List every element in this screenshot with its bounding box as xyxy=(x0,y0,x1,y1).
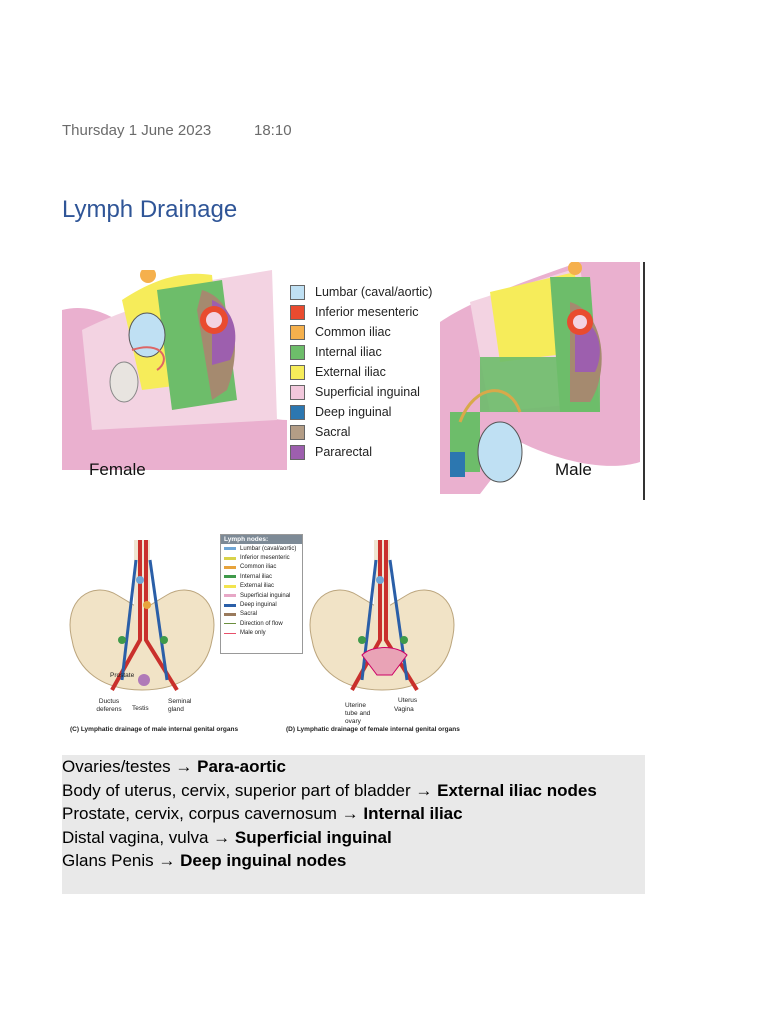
legend-label: Superficial inguinal xyxy=(240,593,290,599)
male-caption: Male xyxy=(555,460,592,480)
sagittal-drainage-figure: Female Lumbar (caval/aortic) Inferior me… xyxy=(62,262,645,500)
ductus-label: Ductus deferens xyxy=(90,698,128,714)
uterus-label: Uterus xyxy=(398,697,417,704)
female-pelvis-illustration xyxy=(62,270,287,470)
anterior-drainage-figure: Prostate Ductus deferens Testis Seminal … xyxy=(62,530,467,740)
prostate-label: Prostate xyxy=(110,672,134,679)
legend-swatch xyxy=(224,557,236,560)
summary-bold: Internal iliac xyxy=(363,804,462,823)
legend-swatch xyxy=(224,566,236,569)
legend-label: Sacral xyxy=(240,611,257,617)
legend-label: Inferior mesenteric xyxy=(315,305,419,319)
legend-label: External iliac xyxy=(315,365,386,379)
legend-swatch xyxy=(290,325,305,340)
legend-item: Common iliac xyxy=(221,563,302,572)
female-anterior-illustration xyxy=(302,540,467,725)
legend-label: Internal iliac xyxy=(315,345,382,359)
legend-swatch xyxy=(290,305,305,320)
legend-item: Common iliac xyxy=(290,322,432,342)
caption-female-organs: (D) Lymphatic drainage of female interna… xyxy=(286,726,460,733)
legend-swatch xyxy=(290,445,305,460)
legend-swatch xyxy=(224,594,236,597)
legend-swatch xyxy=(290,365,305,380)
legend-label: External iliac xyxy=(240,583,274,589)
legend-item: Sacral xyxy=(221,610,302,619)
legend-item: Internal iliac xyxy=(290,342,432,362)
testis-label: Testis xyxy=(132,705,149,712)
legend-item: Sacral xyxy=(290,422,432,442)
summary-text: Prostate, cervix, corpus cavernosum → xyxy=(62,804,363,823)
summary-line: Body of uterus, cervix, superior part of… xyxy=(62,779,645,803)
uterine-tube-label: Uterine tube and ovary xyxy=(345,702,379,726)
legend-item: Superficial inguinal xyxy=(221,591,302,600)
legend-swatch xyxy=(290,425,305,440)
legend-item: External iliac xyxy=(290,362,432,382)
legend-item: Direction of flow xyxy=(221,619,302,628)
summary-line: Distal vagina, vulva → Superficial ingui… xyxy=(62,826,645,850)
caption-male-organs: (C) Lymphatic drainage of male internal … xyxy=(70,726,238,733)
note-time: 18:10 xyxy=(254,122,292,139)
legend-swatch xyxy=(224,604,236,607)
legend-label: Lumbar (caval/aortic) xyxy=(240,546,296,552)
summary-bold: External iliac nodes xyxy=(437,781,597,800)
legend-swatch xyxy=(224,613,236,616)
legend-label: Internal iliac xyxy=(240,574,272,580)
summary-bold: Superficial inguinal xyxy=(235,828,392,847)
legend-label: Deep inguinal xyxy=(240,602,277,608)
sagittal-legend: Lumbar (caval/aortic) Inferior mesenteri… xyxy=(290,282,432,462)
legend-swatch xyxy=(290,285,305,300)
legend-item: Internal iliac xyxy=(221,572,302,581)
summary-bold: Deep inguinal nodes xyxy=(180,851,346,870)
summary-text: Ovaries/testes → xyxy=(62,757,197,776)
summary-bold: Para-aortic xyxy=(197,757,286,776)
legend-item: Lumbar (caval/aortic) xyxy=(290,282,432,302)
legend-item: Male only xyxy=(221,629,302,638)
legend-item: Deep inguinal xyxy=(290,402,432,422)
legend-label: Pararectal xyxy=(315,445,372,459)
legend-label: Common iliac xyxy=(240,564,276,570)
legend-label: Direction of flow xyxy=(240,621,283,627)
note-timestamp: Thursday 1 June 2023 18:10 xyxy=(62,122,211,139)
legend-swatch xyxy=(290,345,305,360)
legend-item: Pararectal xyxy=(290,442,432,462)
legend-item: Superficial inguinal xyxy=(290,382,432,402)
legend-title: Lymph nodes: xyxy=(221,535,302,544)
legend-swatch xyxy=(224,547,236,550)
legend-item: Deep inguinal xyxy=(221,600,302,609)
legend-item: Inferior mesenteric xyxy=(221,553,302,562)
legend-label: Inferior mesenteric xyxy=(240,555,290,561)
summary-line: Glans Penis → Deep inguinal nodes xyxy=(62,849,645,873)
male-pelvis-illustration xyxy=(440,262,640,494)
legend-swatch xyxy=(224,633,236,634)
legend-item: Lumbar (caval/aortic) xyxy=(221,544,302,553)
vagina-label: Vagina xyxy=(394,706,414,713)
male-anterior-illustration xyxy=(62,540,227,725)
legend-label: Deep inguinal xyxy=(315,405,391,419)
legend-item: Inferior mesenteric xyxy=(290,302,432,322)
legend-label: Male only xyxy=(240,630,266,636)
legend-label: Common iliac xyxy=(315,325,391,339)
drainage-summary: Ovaries/testes → Para-aortic Body of ute… xyxy=(62,755,645,894)
legend-swatch xyxy=(224,585,236,588)
note-date: Thursday 1 June 2023 xyxy=(62,122,211,139)
legend-swatch xyxy=(224,575,236,578)
female-caption: Female xyxy=(89,460,146,480)
anterior-legend: Lymph nodes: Lumbar (caval/aortic) Infer… xyxy=(220,534,303,654)
summary-text: Distal vagina, vulva → xyxy=(62,828,235,847)
legend-label: Lumbar (caval/aortic) xyxy=(315,285,432,299)
page-title: Lymph Drainage xyxy=(62,196,237,224)
seminal-label: Seminal gland xyxy=(168,698,196,714)
legend-swatch xyxy=(224,623,236,624)
figure-border xyxy=(643,262,645,500)
legend-label: Superficial inguinal xyxy=(315,385,420,399)
legend-item: External iliac xyxy=(221,582,302,591)
summary-line: Ovaries/testes → Para-aortic xyxy=(62,755,645,779)
legend-swatch xyxy=(290,385,305,400)
summary-text: Glans Penis → xyxy=(62,851,180,870)
legend-label: Sacral xyxy=(315,425,350,439)
legend-swatch xyxy=(290,405,305,420)
summary-text: Body of uterus, cervix, superior part of… xyxy=(62,781,437,800)
summary-line: Prostate, cervix, corpus cavernosum → In… xyxy=(62,802,645,826)
